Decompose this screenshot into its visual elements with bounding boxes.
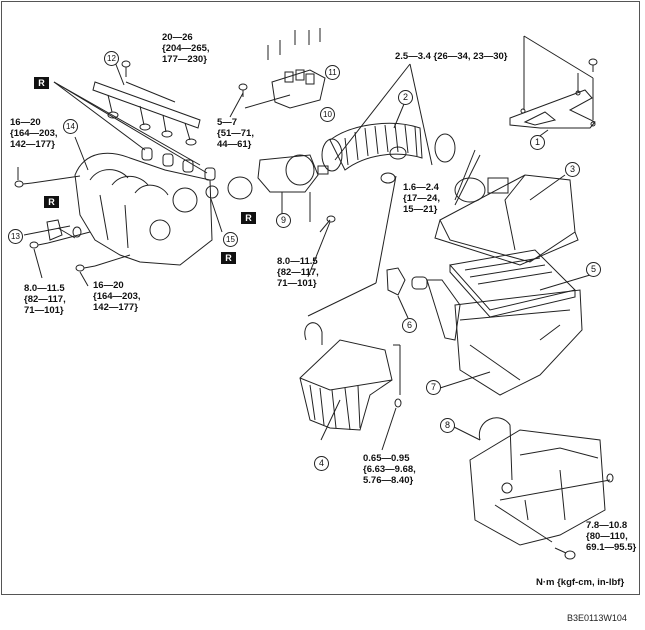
clamp-leaders	[334, 63, 476, 201]
torque-units-note: N·m {kgf-cm, in-lbf}	[536, 577, 625, 588]
part-number-11: 11	[325, 65, 340, 80]
part-number-1: 1	[530, 135, 545, 150]
torque-spec-fuel-rail: 20—26{204—265,177—230}	[162, 32, 210, 65]
bolts	[14, 167, 397, 317]
torque-spec-small-clamp: 1.6—2.4{17—24,15—21}	[403, 182, 440, 215]
part-number-5: 5	[586, 262, 601, 277]
part-12-fuel-rail	[92, 60, 201, 146]
part-1-cover-bracket	[509, 35, 598, 139]
torque-spec-sensor: 8.0—11.5{82—117,71—101}	[24, 283, 66, 316]
part-number-7: 7	[426, 380, 441, 395]
torque-spec-resonator: 0.65—0.95{6.63—9.68,5.76—8.40}	[363, 453, 416, 486]
part-number-3: 3	[565, 162, 580, 177]
part-4-resonator	[299, 322, 402, 451]
part-9-throttle-body	[227, 154, 336, 278]
part-number-9: 9	[276, 213, 291, 228]
part-number-6: 6	[402, 318, 417, 333]
part-number-4: 4	[314, 456, 329, 471]
replace-badge: R	[241, 212, 256, 224]
part-3-air-cleaner-cover	[434, 154, 579, 266]
torque-spec-hose-clamps: 2.5—3.4 {26—34, 23—30}	[395, 51, 508, 62]
part-5-filter-element	[449, 249, 591, 318]
torque-spec-lower-duct: 7.8—10.8{80—110,69.1—95.5}	[586, 520, 637, 553]
replace-badge: R	[34, 77, 49, 89]
part-number-13: 13	[8, 229, 23, 244]
replace-badge: R	[221, 252, 236, 264]
torque-spec-manifold-upper: 16—20{164—203,142—177}	[10, 117, 58, 150]
torque-spec-manifold-lower: 16—20{164—203,142—177}	[93, 280, 141, 313]
diagram-frame	[1, 1, 640, 595]
part-6-connector	[386, 267, 461, 341]
figure-code: B3E0113W104	[567, 613, 627, 623]
part-number-14: 14	[63, 119, 78, 134]
part-number-2: 2	[398, 90, 413, 105]
part-10-bracket	[229, 28, 326, 118]
part-number-10: 10	[320, 107, 335, 122]
part-13-sensor	[23, 219, 82, 241]
part-14-intake-manifold	[74, 136, 213, 266]
replace-leaders	[53, 81, 208, 239]
torque-spec-bracket: 5—7{51—71,44—61}	[217, 117, 254, 150]
part-8-lower-duct	[449, 417, 614, 560]
replace-badge: R	[44, 196, 59, 208]
torque-spec-throttle-body: 8.0—11.5{82—117,71—101}	[277, 256, 319, 289]
part-number-15: 15	[223, 232, 238, 247]
part-2-air-hose	[321, 103, 456, 184]
part-number-12: 12	[104, 51, 119, 66]
part-7-air-cleaner-case	[439, 289, 583, 396]
part-number-8: 8	[440, 418, 455, 433]
